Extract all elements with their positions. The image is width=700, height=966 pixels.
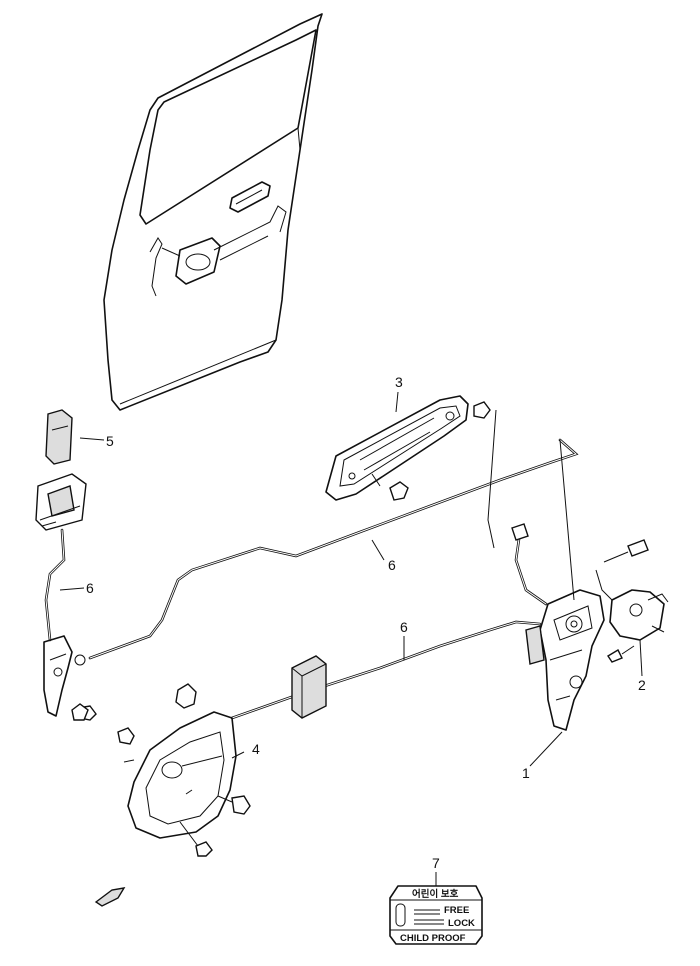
front-direction-arrow-icon	[94, 887, 126, 907]
callout-6-upper: 6	[388, 557, 396, 573]
child-lock-cover	[291, 655, 327, 719]
callout-6-left: 6	[86, 580, 94, 596]
label-korean-header: 어린이 보호	[412, 888, 459, 900]
child-proof-label: 어린이 보호 FREE LOCK CHILD PROOF	[389, 885, 483, 945]
lower-long-rod	[230, 620, 542, 720]
lock-knob	[45, 409, 73, 465]
callout-2: 2	[638, 677, 646, 693]
latch-screw	[71, 703, 89, 721]
lock-bezel	[35, 473, 87, 531]
callout-7: 7	[432, 855, 440, 871]
striker	[603, 539, 669, 663]
callout-6-lower: 6	[400, 619, 408, 635]
callout-5: 5	[106, 433, 114, 449]
label-footer-text: CHILD PROOF	[400, 933, 466, 944]
outside-door-handle	[325, 395, 491, 501]
callout-3: 3	[395, 374, 403, 390]
assembly-guide-line	[487, 409, 497, 549]
label-lock-text: LOCK	[448, 918, 475, 929]
callout-4: 4	[252, 741, 260, 757]
front-latch-assembly	[511, 523, 613, 731]
sliding-door-panel	[103, 13, 323, 411]
callout-1: 1	[522, 765, 530, 781]
rear-latch	[43, 635, 97, 721]
inside-door-handle	[117, 683, 251, 857]
label-free-text: FREE	[444, 905, 469, 916]
